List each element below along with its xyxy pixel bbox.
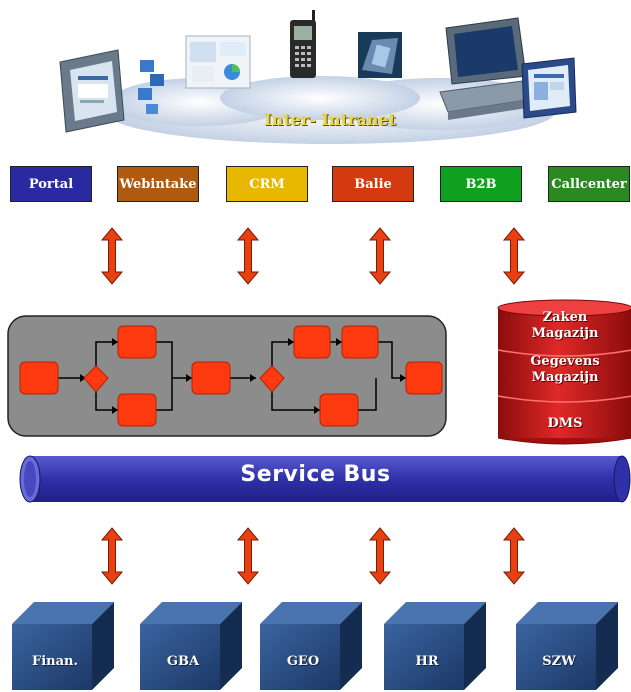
channel-label: B2B bbox=[465, 176, 497, 192]
system-label-gba: GBA bbox=[166, 654, 200, 669]
store-dms: DMS bbox=[498, 416, 631, 432]
store-label-line: Zaken bbox=[542, 310, 588, 325]
channel-label: Callcenter bbox=[551, 176, 627, 192]
desktop-computer-icon bbox=[439, 17, 577, 120]
system-label-szw: SZW bbox=[542, 654, 576, 669]
process-step bbox=[341, 325, 379, 359]
chart-screenshot-icon bbox=[185, 35, 251, 89]
decision-node bbox=[83, 365, 109, 393]
process-step bbox=[19, 361, 59, 395]
backend-system-block bbox=[140, 602, 242, 690]
double-arrow bbox=[100, 227, 124, 285]
double-arrow bbox=[502, 227, 526, 285]
process-step bbox=[117, 393, 157, 427]
system-label-hr: HR bbox=[415, 654, 439, 669]
channel-webintake: Webintake bbox=[117, 166, 199, 202]
backend-system-block bbox=[384, 602, 486, 690]
service-bus-label: Service Bus bbox=[240, 462, 391, 487]
backend-system-block bbox=[516, 602, 618, 690]
system-label-finan: Finan. bbox=[31, 654, 79, 669]
double-arrow bbox=[236, 227, 260, 285]
process-step bbox=[293, 325, 331, 359]
monitor-icon bbox=[59, 49, 125, 133]
channel-callcenter: Callcenter bbox=[548, 166, 630, 202]
pda-icon bbox=[358, 32, 402, 78]
channel-balie: Balie bbox=[332, 166, 414, 202]
store-gegevens-magazijn: Gegevens Magazijn bbox=[498, 354, 631, 386]
service-bus bbox=[19, 455, 631, 503]
network-label: Inter- Intranet bbox=[264, 110, 396, 129]
process-step bbox=[319, 393, 359, 427]
channel-label: CRM bbox=[249, 176, 285, 192]
store-zaken-magazijn: Zaken Magazijn bbox=[498, 310, 631, 342]
process-step bbox=[191, 361, 231, 395]
decision-node bbox=[259, 365, 285, 393]
process-step bbox=[405, 361, 443, 395]
double-arrow bbox=[100, 527, 124, 585]
store-label-line: Magazijn bbox=[531, 326, 599, 341]
backend-system-block bbox=[260, 602, 362, 690]
double-arrow bbox=[236, 527, 260, 585]
backend-system-block bbox=[12, 602, 114, 690]
data-store-stack bbox=[497, 299, 631, 445]
store-label-line: DMS bbox=[547, 416, 583, 431]
channel-label: Balie bbox=[354, 176, 392, 192]
store-label-line: Magazijn bbox=[531, 370, 599, 385]
process-panel bbox=[7, 315, 447, 437]
channel-label: Portal bbox=[28, 176, 74, 192]
double-arrow bbox=[502, 527, 526, 585]
double-arrow bbox=[368, 227, 392, 285]
store-label-line: Gegevens bbox=[530, 354, 600, 369]
channel-crm: CRM bbox=[226, 166, 308, 202]
system-label-geo: GEO bbox=[286, 654, 320, 669]
channel-portal: Portal bbox=[10, 166, 92, 202]
channel-b2b: B2B bbox=[440, 166, 522, 202]
process-step bbox=[117, 325, 157, 359]
mobile-phone-icon bbox=[290, 10, 316, 78]
double-arrow bbox=[368, 527, 392, 585]
document-icon bbox=[138, 60, 164, 114]
channel-label: Webintake bbox=[119, 176, 197, 192]
